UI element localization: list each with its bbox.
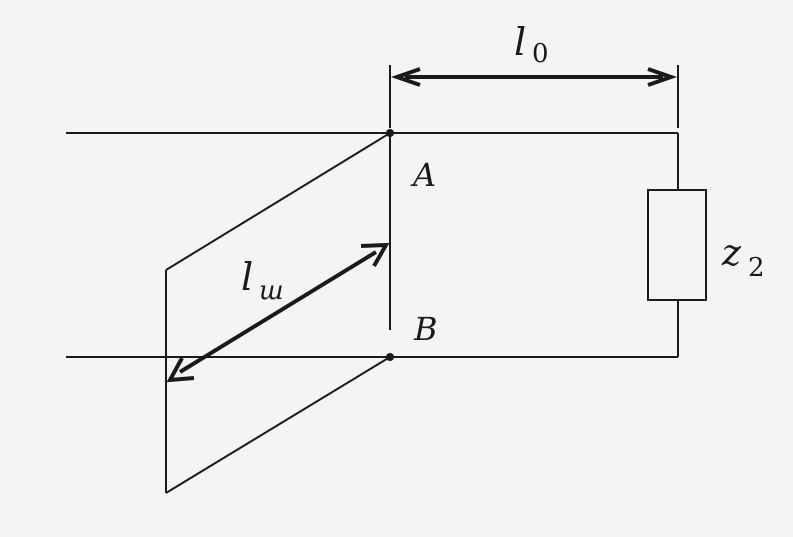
label-z2-subscript: 2 [748, 253, 765, 283]
lw-arrow-top [360, 242, 390, 267]
lw-dimension-line [178, 250, 378, 374]
label-l0-subscript: 0 [532, 39, 549, 69]
label-lw: l [241, 255, 253, 299]
l0-arrow-right [647, 67, 678, 87]
lw-arrow-bottom [166, 357, 195, 383]
node-a [386, 129, 394, 137]
l0-arrow-left [390, 67, 421, 87]
label-lw-subscript: ш [259, 276, 284, 306]
label-point-a: A [410, 156, 436, 194]
node-b [386, 353, 394, 361]
stub-upper-wire [165, 132, 391, 271]
load-impedance-box [647, 189, 707, 301]
stub-lower-wire [165, 356, 391, 494]
label-point-b: B [413, 310, 438, 348]
label-l0: l [514, 20, 526, 64]
label-z2: z [721, 233, 742, 274]
